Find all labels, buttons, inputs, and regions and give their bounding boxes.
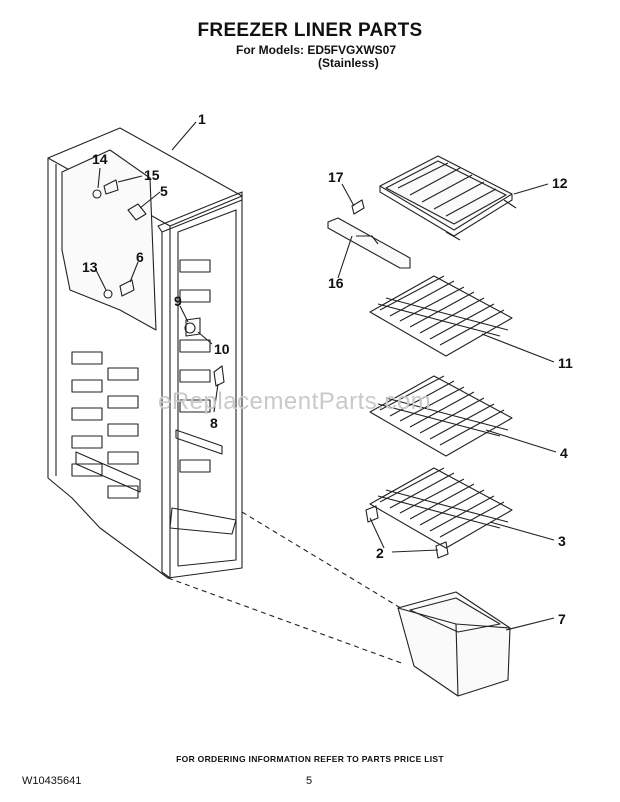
- wire-shelf-upper: [369, 275, 513, 357]
- callout-14: 14: [92, 151, 108, 167]
- callout-3: 3: [558, 533, 566, 549]
- callout-10: 10: [214, 341, 230, 357]
- callout-12: 12: [552, 175, 568, 191]
- callout-7: 7: [558, 611, 566, 627]
- callout-9: 9: [174, 293, 182, 309]
- watermark: eReplacementParts.com: [158, 388, 432, 415]
- shelf-rail: [327, 199, 411, 269]
- page-title: FREEZER LINER PARTS: [197, 20, 423, 41]
- freezer-bin: [397, 591, 511, 697]
- wire-shelf-middle: [369, 375, 513, 457]
- alignment-lines: [167, 511, 405, 665]
- ordering-note: FOR ORDERING INFORMATION REFER TO PARTS …: [176, 754, 444, 764]
- callout-5: 5: [160, 183, 168, 199]
- callout-11: 11: [558, 355, 573, 371]
- callout-8: 8: [210, 415, 218, 431]
- document-number: W10435641: [22, 775, 82, 787]
- variant-line: (Stainless): [318, 56, 379, 70]
- top-shelf: [379, 155, 517, 241]
- callout-17: 17: [328, 169, 344, 185]
- callout-16: 16: [328, 275, 344, 291]
- wire-shelf-lower: [365, 467, 513, 559]
- callout-6: 6: [136, 249, 144, 265]
- models-line: For Models: ED5FVGXWS07: [236, 43, 397, 57]
- callout-4: 4: [560, 445, 568, 461]
- callout-1: 1: [198, 111, 206, 127]
- leader-lines: [95, 121, 557, 631]
- page-number: 5: [306, 775, 313, 787]
- freezer-liner: [47, 127, 243, 579]
- callout-labels: 1 14 15 5 13 6 9 10 8 17 12 16 11 4 3 2 …: [82, 111, 573, 627]
- callout-13: 13: [82, 259, 98, 275]
- callout-2: 2: [376, 545, 384, 561]
- callout-15: 15: [144, 167, 160, 183]
